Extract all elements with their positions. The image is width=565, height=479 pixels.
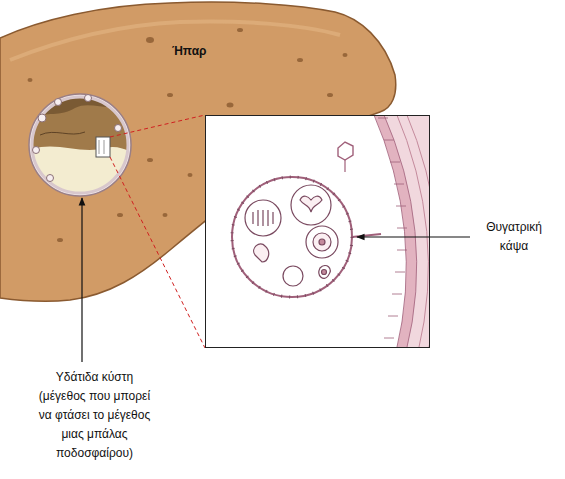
magnified-inset: [206, 110, 441, 352]
brood-capsule: [38, 114, 46, 122]
germinal-bumps: [232, 177, 352, 297]
vessel-opening: [343, 53, 348, 57]
layer-hatching: [378, 118, 407, 338]
cyst-contents: [28, 95, 138, 205]
vessel-opening: [57, 238, 63, 242]
part-label: Υδάτιδα κύστη (μέγεθος που μπορεί να φτά…: [32, 368, 157, 463]
germinal-layer: [32, 97, 128, 193]
liver-highlight: [10, 22, 340, 60]
brood-capsule: [55, 99, 62, 106]
vessel-opening: [28, 78, 33, 82]
zoom-guide: [110, 115, 205, 137]
label-box: Θυγατρική κάψα: [474, 218, 554, 256]
free-scolex: [338, 142, 353, 172]
protoscolex: [291, 185, 331, 225]
protoscolex-core: [319, 239, 325, 245]
brood-capsule: [85, 95, 92, 102]
protoscoleces: [245, 185, 338, 286]
protoscolex: [254, 244, 269, 262]
zoom-detail: [104, 140, 105, 154]
cyst-fluid: [28, 95, 138, 205]
leader-arrow: [81, 198, 82, 362]
vessel-opening: [327, 93, 333, 97]
vessel-opening: [237, 28, 243, 32]
vessel-opening: [227, 103, 234, 108]
protoscolex: [245, 200, 281, 236]
protoscolex: [319, 266, 330, 279]
daughter-capsule-wall: [232, 177, 352, 297]
vessel-opening: [147, 158, 153, 162]
membrane-fold: [40, 132, 85, 135]
hydatid-cyst: [28, 94, 138, 205]
brood-capsule: [47, 175, 54, 182]
brood-capsule: [33, 147, 40, 154]
part-label: Θυγατρική κάψα: [474, 218, 554, 256]
host-tissue: [372, 116, 429, 347]
protoscolex: [283, 266, 303, 286]
hooklets: [253, 210, 273, 226]
vessel-opening: [117, 213, 123, 217]
protoscolex-core: [322, 270, 327, 275]
vessel-opening: [163, 213, 168, 217]
hexagon-scolex: [338, 142, 353, 160]
leader-arrow: [357, 236, 470, 237]
zoom-window: [96, 137, 110, 157]
vessel-opening: [188, 173, 193, 177]
zoom-guide: [110, 157, 205, 348]
invaginated-scolex: [300, 196, 322, 212]
vessel-opening: [297, 58, 303, 62]
brood-capsule: [115, 125, 122, 132]
scolex-stalk: [344, 160, 345, 172]
zoom-detail: [99, 140, 100, 154]
vessel-opening: [167, 93, 173, 97]
label-box: Υδάτιδα κύστη (μέγεθος που μπορεί να φτά…: [32, 368, 157, 463]
fibrous-layer: [395, 116, 428, 347]
fibrous-layer: [405, 116, 429, 347]
organ-name: Ήπαρ: [172, 44, 207, 58]
vessel-opening: [146, 37, 154, 43]
protoscolex-core: [313, 233, 331, 251]
protoscolex: [306, 226, 338, 258]
